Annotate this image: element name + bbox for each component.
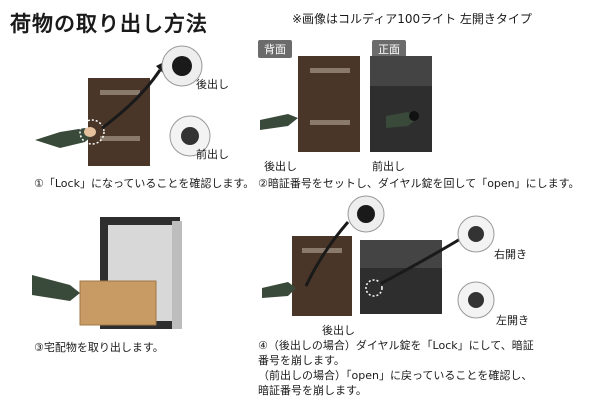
step3-caption: ③宅配物を取り出します。 (34, 341, 164, 354)
step2-illustration (260, 56, 432, 152)
label-rear-out-2: 後出し (264, 160, 297, 173)
lock-highlight (79, 119, 105, 145)
front-view-tag: 正面 (372, 40, 406, 58)
step3-illustration (32, 217, 182, 329)
label-front-out-1: 前出し (196, 148, 229, 161)
label-right-open: 右開き (494, 248, 527, 261)
image-note: ※画像はコルディア100ライト 左開きタイプ (292, 12, 532, 26)
step2-caption: ②暗証番号をセットし、ダイヤル錠を回して「open」にします。 (258, 177, 580, 190)
step1-caption: ①「Lock」になっていることを確認します。 (34, 177, 255, 190)
parcel (79, 280, 157, 326)
hand (35, 128, 92, 148)
label-front-out-2: 前出し (372, 160, 405, 173)
step1-illustration (35, 45, 211, 166)
step4-illustration (262, 195, 495, 319)
label-rear-out-4: 後出し (322, 324, 355, 337)
label-rear-out-1: 後出し (196, 78, 229, 91)
step4-caption: ④（後出しの場合）ダイヤル錠を「Lock」にして、暗証 番号を崩します。 （前出… (258, 339, 534, 397)
arrow (101, 69, 162, 130)
back-view-tag: 背面 (258, 40, 292, 58)
page-title: 荷物の取り出し方法 (10, 12, 208, 36)
label-left-open: 左開き (496, 314, 529, 327)
